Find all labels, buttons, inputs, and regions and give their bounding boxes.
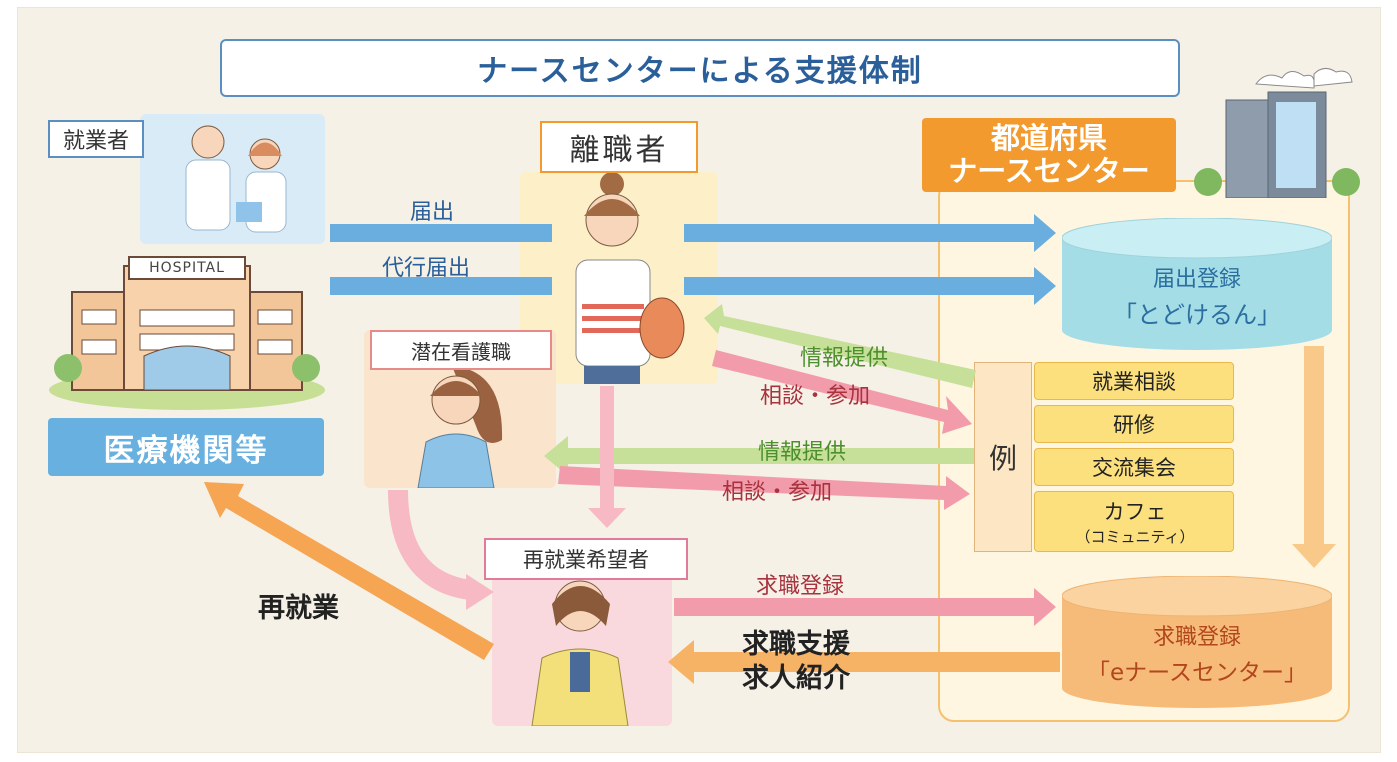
arrow-consult-from-resigned (712, 350, 972, 434)
arrow-notification-left (330, 224, 552, 242)
employed-nurses-figure (140, 114, 325, 244)
job-database-title: 求職登録 (1152, 625, 1241, 650)
arrow-db-down (1292, 346, 1336, 568)
arrow-job-registration (674, 588, 1056, 626)
medical-institutions-label: 医療機関等 (48, 418, 324, 476)
notification-database: 届出登録 「とどけるん」 (1061, 217, 1333, 350)
arrow-info-to-latent (544, 436, 974, 476)
reemployment-seeker-label: 再就業希望者 (484, 538, 688, 580)
job-registration-text: 求職登録 (756, 574, 845, 599)
examples-label: 例 (974, 362, 1032, 552)
employed-label: 就業者 (48, 120, 144, 158)
consult-participate-text-1: 相談・参加 (760, 384, 871, 409)
example-item-exchange-meeting: 交流集会 (1034, 448, 1234, 486)
hospital-sign: HOSPITAL (128, 256, 246, 280)
notification-database-name: 「とどけるん」 (1113, 300, 1281, 329)
info-provision-text-2: 情報提供 (758, 440, 847, 465)
hospital-illustration: HOSPITAL (48, 248, 326, 410)
example-item-cafe-title: カフェ (1103, 500, 1167, 524)
notification-database-title: 届出登録 (1152, 267, 1241, 292)
job-database-name: 「eナースセンター」 (1086, 660, 1307, 686)
arrow-notification-right (684, 214, 1056, 252)
arrow-consult-from-latent (558, 466, 970, 510)
arrow-job-support (668, 640, 1060, 684)
office-building-illustration (1186, 66, 1368, 199)
resigned-label: 離職者 (540, 121, 698, 173)
reemployment-text: 再就業 (258, 593, 339, 624)
example-item-training: 研修 (1034, 405, 1234, 443)
prefecture-center-label-line1: 都道府県 (990, 120, 1107, 155)
example-item-employment-consultation: 就業相談 (1034, 362, 1234, 400)
prefecture-center-label-line2: ナースセンター (948, 154, 1150, 188)
consult-participate-text-2: 相談・参加 (722, 480, 833, 505)
example-item-cafe-subtitle: （コミュニティ） (1075, 527, 1195, 546)
job-support-text: 求職支援 求人紹介 (742, 628, 902, 700)
proxy-notification-text: 代行届出 (382, 256, 471, 281)
prefecture-center-label: 都道府県 ナースセンター (922, 118, 1176, 192)
arrow-proxy-left (330, 277, 552, 295)
notification-text: 届出 (410, 200, 455, 225)
diagram-title: ナースセンターによる支援体制 (220, 39, 1180, 97)
latent-nurse-label: 潜在看護職 (370, 330, 552, 370)
arrow-latent-to-seeker (388, 489, 472, 600)
job-support-line2: 求人紹介 (742, 662, 850, 694)
arrow-reemployment (204, 482, 494, 660)
arrow-resigned-to-seeker (588, 386, 626, 528)
arrow-info-to-resigned (704, 304, 976, 388)
job-support-line1: 求職支援 (742, 629, 850, 660)
info-provision-text-1: 情報提供 (800, 346, 889, 371)
example-item-cafe: カフェ （コミュニティ） (1034, 491, 1234, 552)
job-database: 求職登録 「eナースセンター」 (1061, 575, 1333, 708)
arrow-proxy-right (684, 267, 1056, 305)
